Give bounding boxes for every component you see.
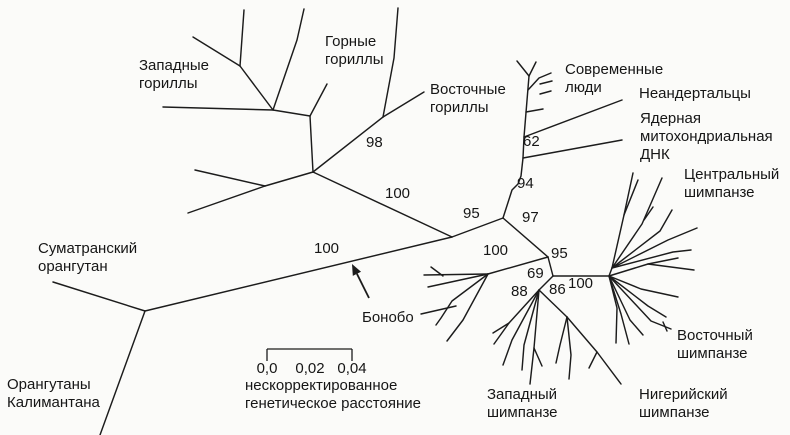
tree-edge xyxy=(239,65,274,111)
tree-edge xyxy=(187,185,266,214)
tree-edge xyxy=(312,171,453,238)
tree-edge xyxy=(643,206,654,221)
tree-edge xyxy=(522,139,623,159)
tree-edge xyxy=(608,275,667,318)
tree-edge xyxy=(538,275,554,291)
tree-edge xyxy=(611,177,663,269)
tree-edge xyxy=(528,61,537,77)
tree-edge xyxy=(608,275,618,344)
tree-edge xyxy=(623,179,639,216)
tree-edge xyxy=(611,209,673,269)
tree-edge xyxy=(588,351,598,369)
tree-edge xyxy=(502,289,540,366)
tree-edge xyxy=(192,36,241,67)
tree-edge xyxy=(382,7,399,118)
tree-edge xyxy=(420,305,457,315)
tree-edge xyxy=(312,116,384,173)
tree-edge xyxy=(144,236,453,312)
tree-edge xyxy=(423,273,489,276)
tree-edge xyxy=(194,169,266,187)
tree-edge xyxy=(527,72,552,91)
tree-edge xyxy=(382,91,425,118)
tree-edge xyxy=(162,106,311,117)
tree-edge xyxy=(309,83,328,117)
tree-edge xyxy=(435,273,489,326)
tree-edge xyxy=(608,275,630,345)
tree-edge xyxy=(611,227,698,269)
tree-edge xyxy=(492,322,510,334)
tree-edge xyxy=(566,316,572,380)
tree-edge xyxy=(566,316,622,385)
tree-edge xyxy=(430,266,444,277)
tree-edge xyxy=(427,273,489,288)
tree-edge xyxy=(608,275,679,298)
root-arrow-head xyxy=(352,264,362,276)
tree-edge xyxy=(502,75,530,219)
tree-edge xyxy=(52,281,146,312)
tree-edge xyxy=(239,9,245,67)
tree-edge xyxy=(611,249,692,269)
tree-edge xyxy=(547,256,554,277)
tree-edge xyxy=(487,256,549,275)
tree-edge xyxy=(309,115,314,173)
tree-edge xyxy=(662,321,668,332)
root-arrow-shaft xyxy=(356,273,370,299)
tree-edge xyxy=(264,171,314,187)
tree-edge xyxy=(523,99,623,138)
tree-edge xyxy=(99,310,146,435)
tree-edge xyxy=(516,60,530,77)
tree-edge xyxy=(608,267,613,277)
tree-edge xyxy=(502,217,549,258)
tree-edge xyxy=(539,80,553,85)
tree-edge xyxy=(533,347,543,367)
tree-edge xyxy=(538,289,568,318)
tree-edge xyxy=(525,108,544,113)
tree-edge xyxy=(272,8,305,111)
tree-edge xyxy=(451,217,504,238)
tree-edge xyxy=(446,273,489,342)
tree-edge xyxy=(539,90,552,95)
tree-edge xyxy=(608,275,644,336)
tree-edge xyxy=(555,316,568,364)
tree-edge xyxy=(647,263,695,271)
tree-edge xyxy=(521,289,540,371)
